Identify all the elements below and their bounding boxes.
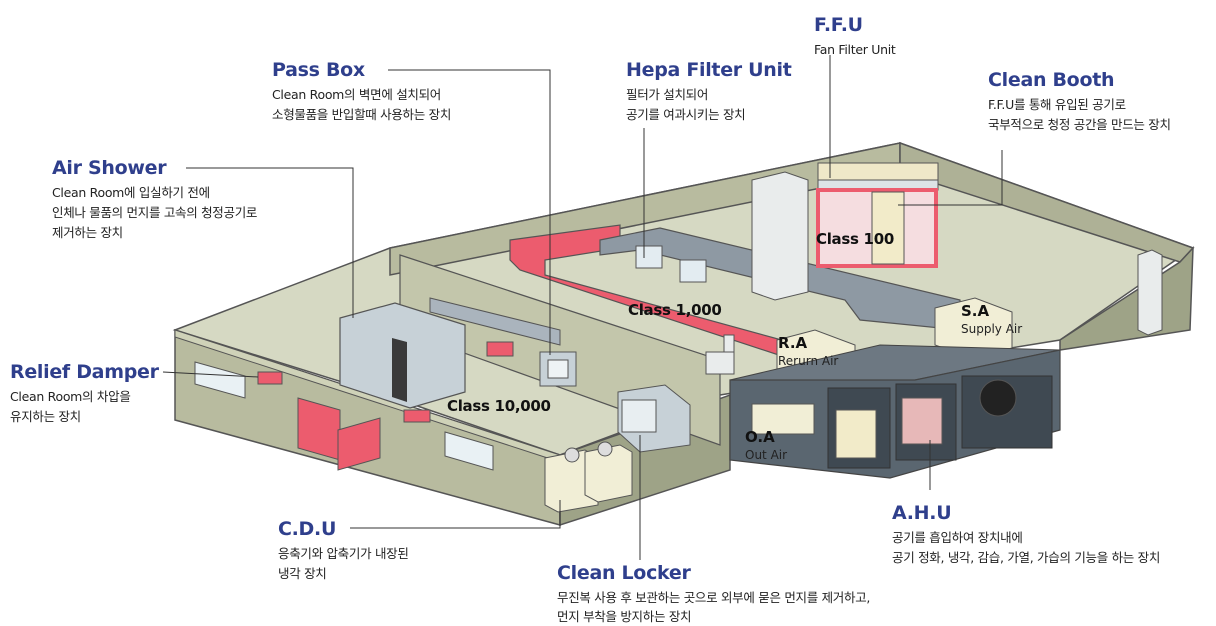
callout-title: Clean Locker (557, 562, 691, 584)
hepa-filter-unit (679, 259, 707, 283)
cdu-fan (597, 441, 613, 457)
clean-locker-glass (621, 399, 657, 433)
tall-cabinet (751, 171, 809, 301)
zone-class-1000: Class 1,000 (628, 301, 722, 319)
callout-relief-damper: Relief Damper Clean Room의 차압을 유지하는 장치 (10, 361, 159, 427)
callout-clean-booth: Clean Booth F.F.U를 통해 유입된 공기로 국부적으로 청정 공… (988, 69, 1171, 135)
callout-desc-line: F.F.U를 통해 유입된 공기로 (988, 97, 1126, 112)
callout-desc: Fan Filter Unit (814, 40, 896, 60)
leader-lines (162, 55, 1003, 560)
outside-air-grille (751, 403, 815, 435)
callout-desc-line: Fan Filter Unit (814, 42, 896, 57)
window (444, 431, 494, 471)
tag-return-air: R.A Rerurn Air (778, 334, 838, 370)
cdu-fan (564, 447, 580, 463)
callout-clean-locker: Clean Locker 무진복 사용 후 보관하는 곳으로 외부에 묻은 먼지… (557, 562, 870, 626)
callout-air-shower: Air Shower Clean Room에 입실하기 전에 인체나 물품의 먼… (52, 157, 257, 243)
relief-damper (486, 341, 514, 357)
callout-desc: 공기를 흡입하여 장치내에 공기 정화, 냉각, 감습, 가열, 가습의 기능을… (892, 528, 1160, 568)
callout-title: C.D.U (278, 518, 337, 540)
supply-air-box (934, 297, 1013, 359)
callout-cdu: C.D.U 응축기와 압축기가 내장된 냉각 장치 (278, 518, 409, 584)
callout-desc-line: 인체나 물품의 먼지를 고속의 청정공기로 (52, 205, 258, 220)
tag-supply-air: S.A Supply Air (961, 302, 1022, 338)
pass-box-window (547, 359, 569, 379)
refrigerant-pipe (705, 351, 735, 375)
callout-desc-line: 무진복 사용 후 보관하는 곳으로 외부에 묻은 먼지를 제거하고, (557, 590, 871, 605)
callout-desc: 응축기와 압축기가 내장된 냉각 장치 (278, 544, 409, 584)
callout-pass-box: Pass Box Clean Room의 벽면에 설치되어 소형물품을 반입할때… (272, 59, 451, 125)
ahu-filter (835, 409, 877, 459)
wall-panel (429, 297, 561, 346)
callout-desc-line: Clean Room에 입실하기 전에 (52, 185, 210, 200)
cdu-unit (584, 444, 633, 503)
tag-name: Out Air (745, 448, 788, 462)
callout-desc-line: Clean Room의 벽면에 설치되어 (272, 87, 441, 102)
callout-title: Clean Booth (988, 69, 1115, 91)
callout-desc-line: 공기를 흡입하여 장치내에 (892, 530, 1023, 545)
tall-unit (1137, 249, 1163, 336)
callout-desc-line: 공기를 여과시키는 장치 (626, 107, 746, 122)
zone-class-10000: Class 10,000 (447, 397, 551, 415)
door (337, 417, 381, 471)
callout-desc-line: 냉각 장치 (278, 566, 327, 581)
window (194, 361, 246, 399)
tag-code: S.A (961, 302, 990, 320)
callout-ahu: A.H.U 공기를 흡입하여 장치내에 공기 정화, 냉각, 감습, 가열, 가… (892, 502, 1160, 568)
callout-ffu: F.F.U Fan Filter Unit (814, 14, 896, 60)
callout-desc: Clean Room의 차압을 유지하는 장치 (10, 387, 159, 427)
callout-desc-line: 응축기와 압축기가 내장된 (278, 546, 409, 561)
callout-desc: Clean Room의 벽면에 설치되어 소형물품을 반입할때 사용하는 장치 (272, 85, 451, 125)
tag-name: Supply Air (961, 322, 1023, 336)
callout-desc-line: 공기 정화, 냉각, 감습, 가열, 가습의 기능을 하는 장치 (892, 550, 1161, 565)
relief-damper (403, 409, 431, 423)
callout-title: A.H.U (892, 502, 952, 524)
relief-damper (257, 371, 283, 385)
tag-out-air: O.A Out Air (745, 428, 787, 464)
callout-title: Hepa Filter Unit (626, 59, 792, 81)
callout-title: F.F.U (814, 14, 863, 36)
callout-desc: 무진복 사용 후 보관하는 곳으로 외부에 묻은 먼지를 제거하고, 먼지 부착… (557, 588, 870, 626)
tag-code: O.A (745, 428, 775, 446)
callout-desc-line: 국부적으로 청정 공간을 만드는 장치 (988, 117, 1171, 132)
air-shower-door (392, 338, 407, 402)
callout-desc-line: Clean Room의 차압을 (10, 389, 131, 404)
ahu-coil (901, 397, 943, 445)
zone-class-100: Class 100 (816, 230, 894, 248)
callout-desc-line: 제거하는 장치 (52, 225, 123, 240)
clean-booth-panel (871, 191, 905, 265)
callout-desc: 필터가 설치되어 공기를 여과시키는 장치 (626, 85, 792, 125)
callout-title: Air Shower (52, 157, 167, 179)
callout-desc-line: 필터가 설치되어 (626, 87, 709, 102)
tag-code: R.A (778, 334, 808, 352)
hepa-filter-unit (635, 245, 663, 269)
callout-desc: Clean Room에 입실하기 전에 인체나 물품의 먼지를 고속의 청정공기… (52, 183, 257, 243)
callout-title: Pass Box (272, 59, 365, 81)
callout-desc: F.F.U를 통해 유입된 공기로 국부적으로 청정 공간을 만드는 장치 (988, 95, 1171, 135)
callout-title: Relief Damper (10, 361, 159, 383)
callout-desc-line: 유지하는 장치 (10, 409, 81, 424)
callout-desc-line: 먼지 부착을 방지하는 장치 (557, 609, 692, 624)
ahu-fan (979, 379, 1017, 417)
callout-hepa-filter-unit: Hepa Filter Unit 필터가 설치되어 공기를 여과시키는 장치 (626, 59, 792, 125)
tag-name: Rerurn Air (778, 354, 839, 368)
callout-desc-line: 소형물품을 반입할때 사용하는 장치 (272, 107, 452, 122)
